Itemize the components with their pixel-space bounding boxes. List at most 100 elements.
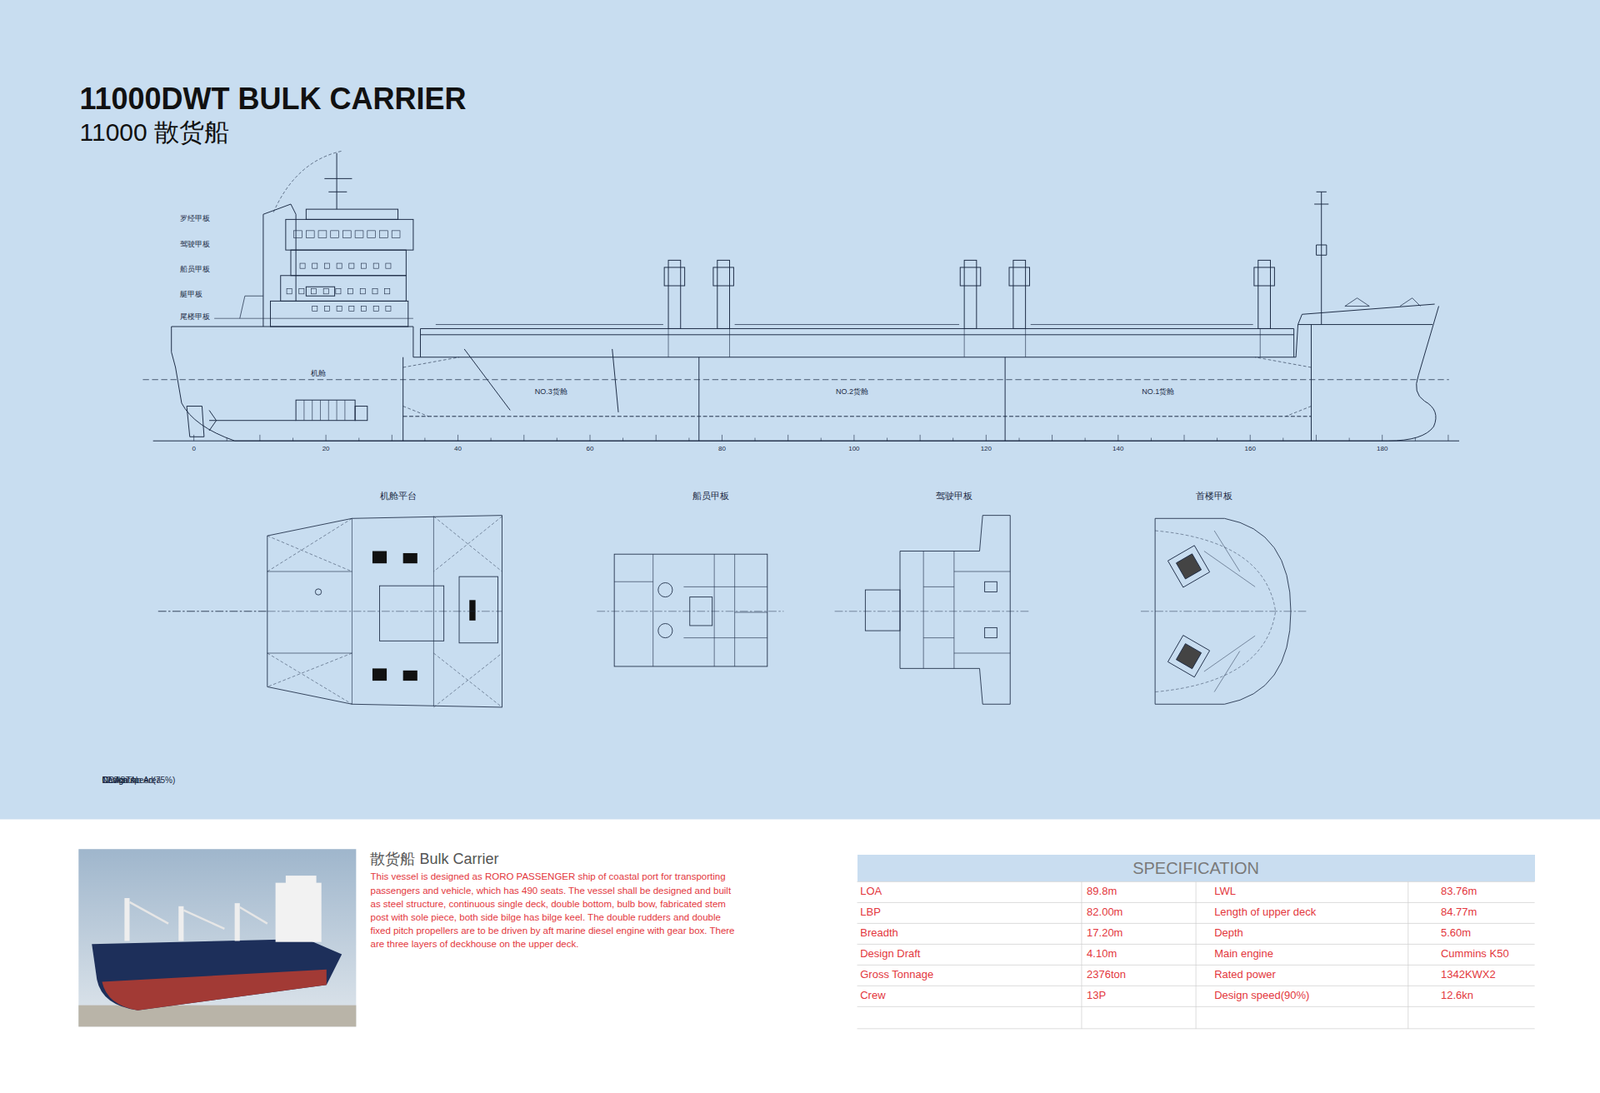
plans xyxy=(158,515,1309,708)
fore-mast xyxy=(1314,191,1329,325)
spec-cell: 89.8m xyxy=(1086,885,1117,899)
bulkhead xyxy=(1005,357,1006,441)
crew-deck-plan xyxy=(614,554,768,667)
shaft xyxy=(209,420,296,421)
engine-platform-plan xyxy=(267,515,503,708)
window xyxy=(318,230,327,239)
spec-cell: LOA xyxy=(860,885,882,899)
window xyxy=(323,289,329,295)
caption-heading: 散货船 Bulk Carrier xyxy=(370,850,499,869)
blue-ground xyxy=(0,0,1600,820)
window xyxy=(336,263,342,269)
window xyxy=(373,263,379,269)
frame-number: 160 xyxy=(1245,445,1256,453)
label: 12.3kn xyxy=(101,775,127,786)
window xyxy=(305,230,315,239)
bulkhead xyxy=(402,357,404,441)
window xyxy=(342,230,351,239)
hold-label: NO.3货舱 xyxy=(535,387,568,396)
main-engine xyxy=(295,400,355,421)
windlass xyxy=(1345,298,1421,307)
frame-number: 40 xyxy=(454,445,462,453)
inner-bottom xyxy=(403,415,1312,417)
funnel xyxy=(263,204,296,327)
frame-number: 180 xyxy=(1376,445,1388,453)
window xyxy=(372,289,378,295)
spec-cell: Design speed(90%) xyxy=(1214,990,1310,1003)
deck-label: 驾驶甲板 xyxy=(180,240,210,249)
plan-heading: 驾驶甲板 xyxy=(935,490,973,502)
spec-cell: Cummins K50 xyxy=(1440,948,1510,961)
title: 11000DWT BULK CARRIER xyxy=(80,81,467,116)
spec-cell: 1342KWX2 xyxy=(1440,969,1496,982)
bulkhead xyxy=(698,357,700,441)
spec-cell: 12.6kn xyxy=(1440,990,1474,1003)
window xyxy=(385,289,390,295)
spec-cell: Gross Tonnage xyxy=(860,969,934,982)
deck-label: 船员甲板 xyxy=(180,265,210,274)
spec-cell: LBP xyxy=(860,906,881,920)
waterline xyxy=(142,379,1449,380)
window xyxy=(310,289,316,295)
photo xyxy=(78,849,356,1027)
frame-number: 100 xyxy=(848,445,860,453)
window xyxy=(360,289,365,295)
window xyxy=(360,306,366,312)
window xyxy=(380,230,389,239)
profile xyxy=(142,150,1460,441)
space-label: 机舱 xyxy=(310,369,326,378)
header-band: SPECIFICATION xyxy=(857,855,1535,882)
bridge-deck-plan xyxy=(900,515,1010,705)
window xyxy=(324,263,330,269)
deck-label: 艇甲板 xyxy=(180,290,203,299)
spec-cell: Rated power xyxy=(1214,969,1276,982)
hold-label: NO.2货舱 xyxy=(835,387,869,396)
white-ground xyxy=(0,820,1600,1093)
deck-line xyxy=(171,325,1433,358)
spec-cell: Breadth xyxy=(860,927,899,940)
window xyxy=(324,306,330,312)
rail xyxy=(214,318,414,320)
cranes xyxy=(435,260,1275,329)
frame-number: 140 xyxy=(1112,445,1124,453)
hatch-coaming xyxy=(420,328,1294,357)
window xyxy=(385,263,391,269)
frame-number: 60 xyxy=(586,445,595,453)
window xyxy=(373,306,379,312)
caption-text: This vessel is designed as RORO PASSENGE… xyxy=(370,870,743,951)
deck-label: 罗经甲板 xyxy=(180,214,210,223)
hold-label: NO.1货舱 xyxy=(1141,387,1175,396)
spec-cell: Main engine xyxy=(1214,948,1274,961)
window xyxy=(391,230,400,239)
window xyxy=(360,263,366,269)
frame-ticks xyxy=(194,435,1449,441)
mast xyxy=(324,153,352,210)
spec-cell: 84.77m xyxy=(1440,906,1477,920)
window xyxy=(367,230,376,239)
window xyxy=(294,230,303,239)
gear-box xyxy=(355,406,368,421)
window xyxy=(299,289,305,295)
window xyxy=(349,263,355,269)
window xyxy=(286,289,292,295)
bulwark xyxy=(1298,304,1435,325)
window xyxy=(312,306,318,312)
spec-cell: Design Draft xyxy=(860,948,920,961)
spec-cell: LWL xyxy=(1214,885,1236,899)
deck-label: 尾楼甲板 xyxy=(180,312,210,321)
plan-heading: 机舱平台 xyxy=(380,490,417,502)
frame-number: 80 xyxy=(718,445,726,453)
bulkhead xyxy=(1310,325,1312,442)
window xyxy=(312,263,318,269)
window xyxy=(335,289,341,295)
window xyxy=(349,306,355,312)
window xyxy=(300,263,305,269)
window xyxy=(348,289,354,295)
spec-cell: 17.20m xyxy=(1086,927,1123,940)
subtitle: 11000 散货船 xyxy=(80,118,230,148)
frame-number: 0 xyxy=(191,445,195,453)
rudder xyxy=(186,406,205,438)
lifeboat xyxy=(305,286,335,296)
